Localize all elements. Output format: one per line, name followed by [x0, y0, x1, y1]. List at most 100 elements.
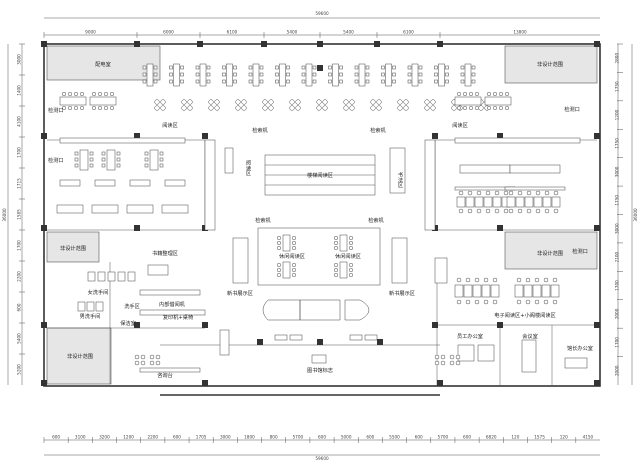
reading-desk [224, 147, 234, 174]
dim-segment-label: 600 [52, 435, 60, 440]
e-reading-desk [472, 284, 482, 298]
dim-segment-label: 1575 [534, 435, 545, 440]
label-check-gate-2: 检测口 [48, 156, 64, 164]
dim-segment-label: 9000 [85, 30, 96, 35]
chair [286, 79, 290, 84]
label-non-design-top-right: 非设计范围 [537, 60, 563, 68]
dim-segment-label: 2200 [147, 435, 158, 440]
lounge-chair [268, 99, 274, 105]
chair [517, 208, 523, 214]
dim-segment-label: 5400 [343, 30, 354, 35]
chair [333, 240, 339, 246]
lounge-chair [268, 105, 274, 111]
gate-turnstile [274, 334, 288, 341]
chair [456, 105, 462, 111]
director-desk [564, 357, 588, 369]
chair [460, 72, 465, 77]
leisure-table [282, 261, 291, 279]
structural-column [374, 41, 380, 47]
toilet-stall [77, 301, 86, 312]
chair [492, 277, 498, 283]
lounge-chair [241, 99, 247, 105]
left-staircase[interactable] [204, 139, 216, 231]
chair [434, 79, 438, 84]
structural-column [437, 41, 443, 47]
structural-column [594, 322, 600, 328]
leisure-reading-zone [257, 227, 381, 286]
sofa [459, 164, 511, 174]
chair [153, 65, 158, 70]
toilet-stall [107, 271, 116, 282]
chair [445, 65, 449, 70]
boat-display [262, 299, 370, 321]
dim-segment-label: 1700 [615, 337, 620, 348]
lounge-chair [455, 354, 461, 360]
structural-column [134, 41, 140, 47]
label-reading-vertical: 阅读区 [245, 159, 251, 176]
label-search-kiosk-4: 检索机 [368, 216, 384, 224]
structural-column [377, 339, 383, 345]
lounge-chair [451, 105, 457, 111]
lounge-chair [322, 105, 328, 111]
label-search-kiosk-3: 检索机 [255, 216, 271, 224]
computer-desk [492, 196, 502, 208]
chair [486, 105, 492, 111]
chair [275, 72, 279, 77]
chair [73, 105, 79, 111]
lounge-chair [322, 99, 328, 105]
chair [474, 91, 480, 97]
lounge-chair [149, 354, 155, 360]
study-table [358, 63, 366, 87]
toilet-stall [86, 301, 95, 312]
label-staff-office: 员工办公室 [457, 332, 483, 340]
chair [503, 190, 509, 196]
chair [169, 72, 173, 77]
new-book-shelf-left [232, 237, 249, 284]
dim-segment-label: 5700 [292, 435, 303, 440]
chair [233, 72, 237, 77]
computer-desk [506, 196, 516, 208]
chair [543, 299, 549, 305]
lounge-chair [449, 354, 455, 360]
chair [67, 91, 73, 97]
chair [348, 262, 354, 268]
label-power-room: 配电室 [95, 60, 111, 68]
dim-segment-label: 2800 [615, 53, 620, 64]
label-cleaning-room: 保洁室 [120, 319, 136, 327]
chair [392, 79, 396, 84]
dim-segment-label: 1700 [615, 280, 620, 291]
label-check-gate-4: 检测口 [572, 247, 588, 255]
chair [333, 272, 339, 278]
lounge-chair [140, 360, 146, 366]
bench [94, 179, 116, 187]
chair [142, 79, 147, 84]
chair [339, 79, 343, 84]
chair [339, 72, 343, 77]
lounge-chair [208, 99, 214, 105]
lounge-chair [424, 105, 430, 111]
bench [59, 179, 81, 187]
chair [418, 72, 423, 77]
dim-segment-label: 3200 [99, 435, 110, 440]
room-labels: 配电室 非设计范围 非设计范围 非设计范围 非设计范围 阅读区 阅读区 楼梯阅读… [48, 60, 593, 379]
chair [301, 72, 306, 77]
structural-column [432, 322, 438, 328]
chair [471, 79, 476, 84]
lounge-chair [289, 99, 295, 105]
chair [276, 267, 282, 273]
right-stair[interactable] [434, 257, 448, 284]
lounge-chair [134, 354, 140, 360]
right-staircase[interactable] [424, 139, 436, 231]
lounge-chair [343, 105, 349, 111]
lounge-chair [235, 105, 241, 111]
chair [462, 91, 468, 97]
lounge-chair [295, 99, 301, 105]
lounge-chair [181, 105, 187, 111]
chair [275, 65, 279, 70]
chair [504, 91, 510, 97]
dim-segment-label: 600 [318, 435, 326, 440]
long-table [59, 96, 87, 106]
label-check-gate-1: 检测口 [48, 106, 64, 114]
left-dimensions: 36000 3000140041001700171515851700220060… [2, 43, 25, 385]
